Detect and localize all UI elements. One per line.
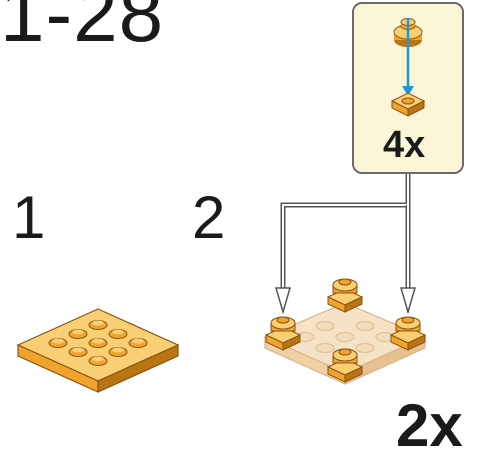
plate-1x1-icon [390, 92, 426, 117]
callout-quantity: 4x [383, 124, 426, 166]
stack-left [264, 316, 302, 351]
step2-assembly [263, 278, 427, 385]
step-number-1: 1 [12, 184, 46, 251]
down-arrow-icon [402, 18, 414, 96]
page-title: 1-28 [0, 0, 165, 58]
stack-bottom [326, 348, 364, 383]
stack-right [389, 316, 427, 351]
page-quantity: 2x [396, 392, 463, 459]
step-number-2: 2 [192, 184, 226, 251]
placement-lines [275, 174, 416, 315]
plate-4x4-icon [16, 308, 180, 393]
stack-top [326, 278, 364, 313]
